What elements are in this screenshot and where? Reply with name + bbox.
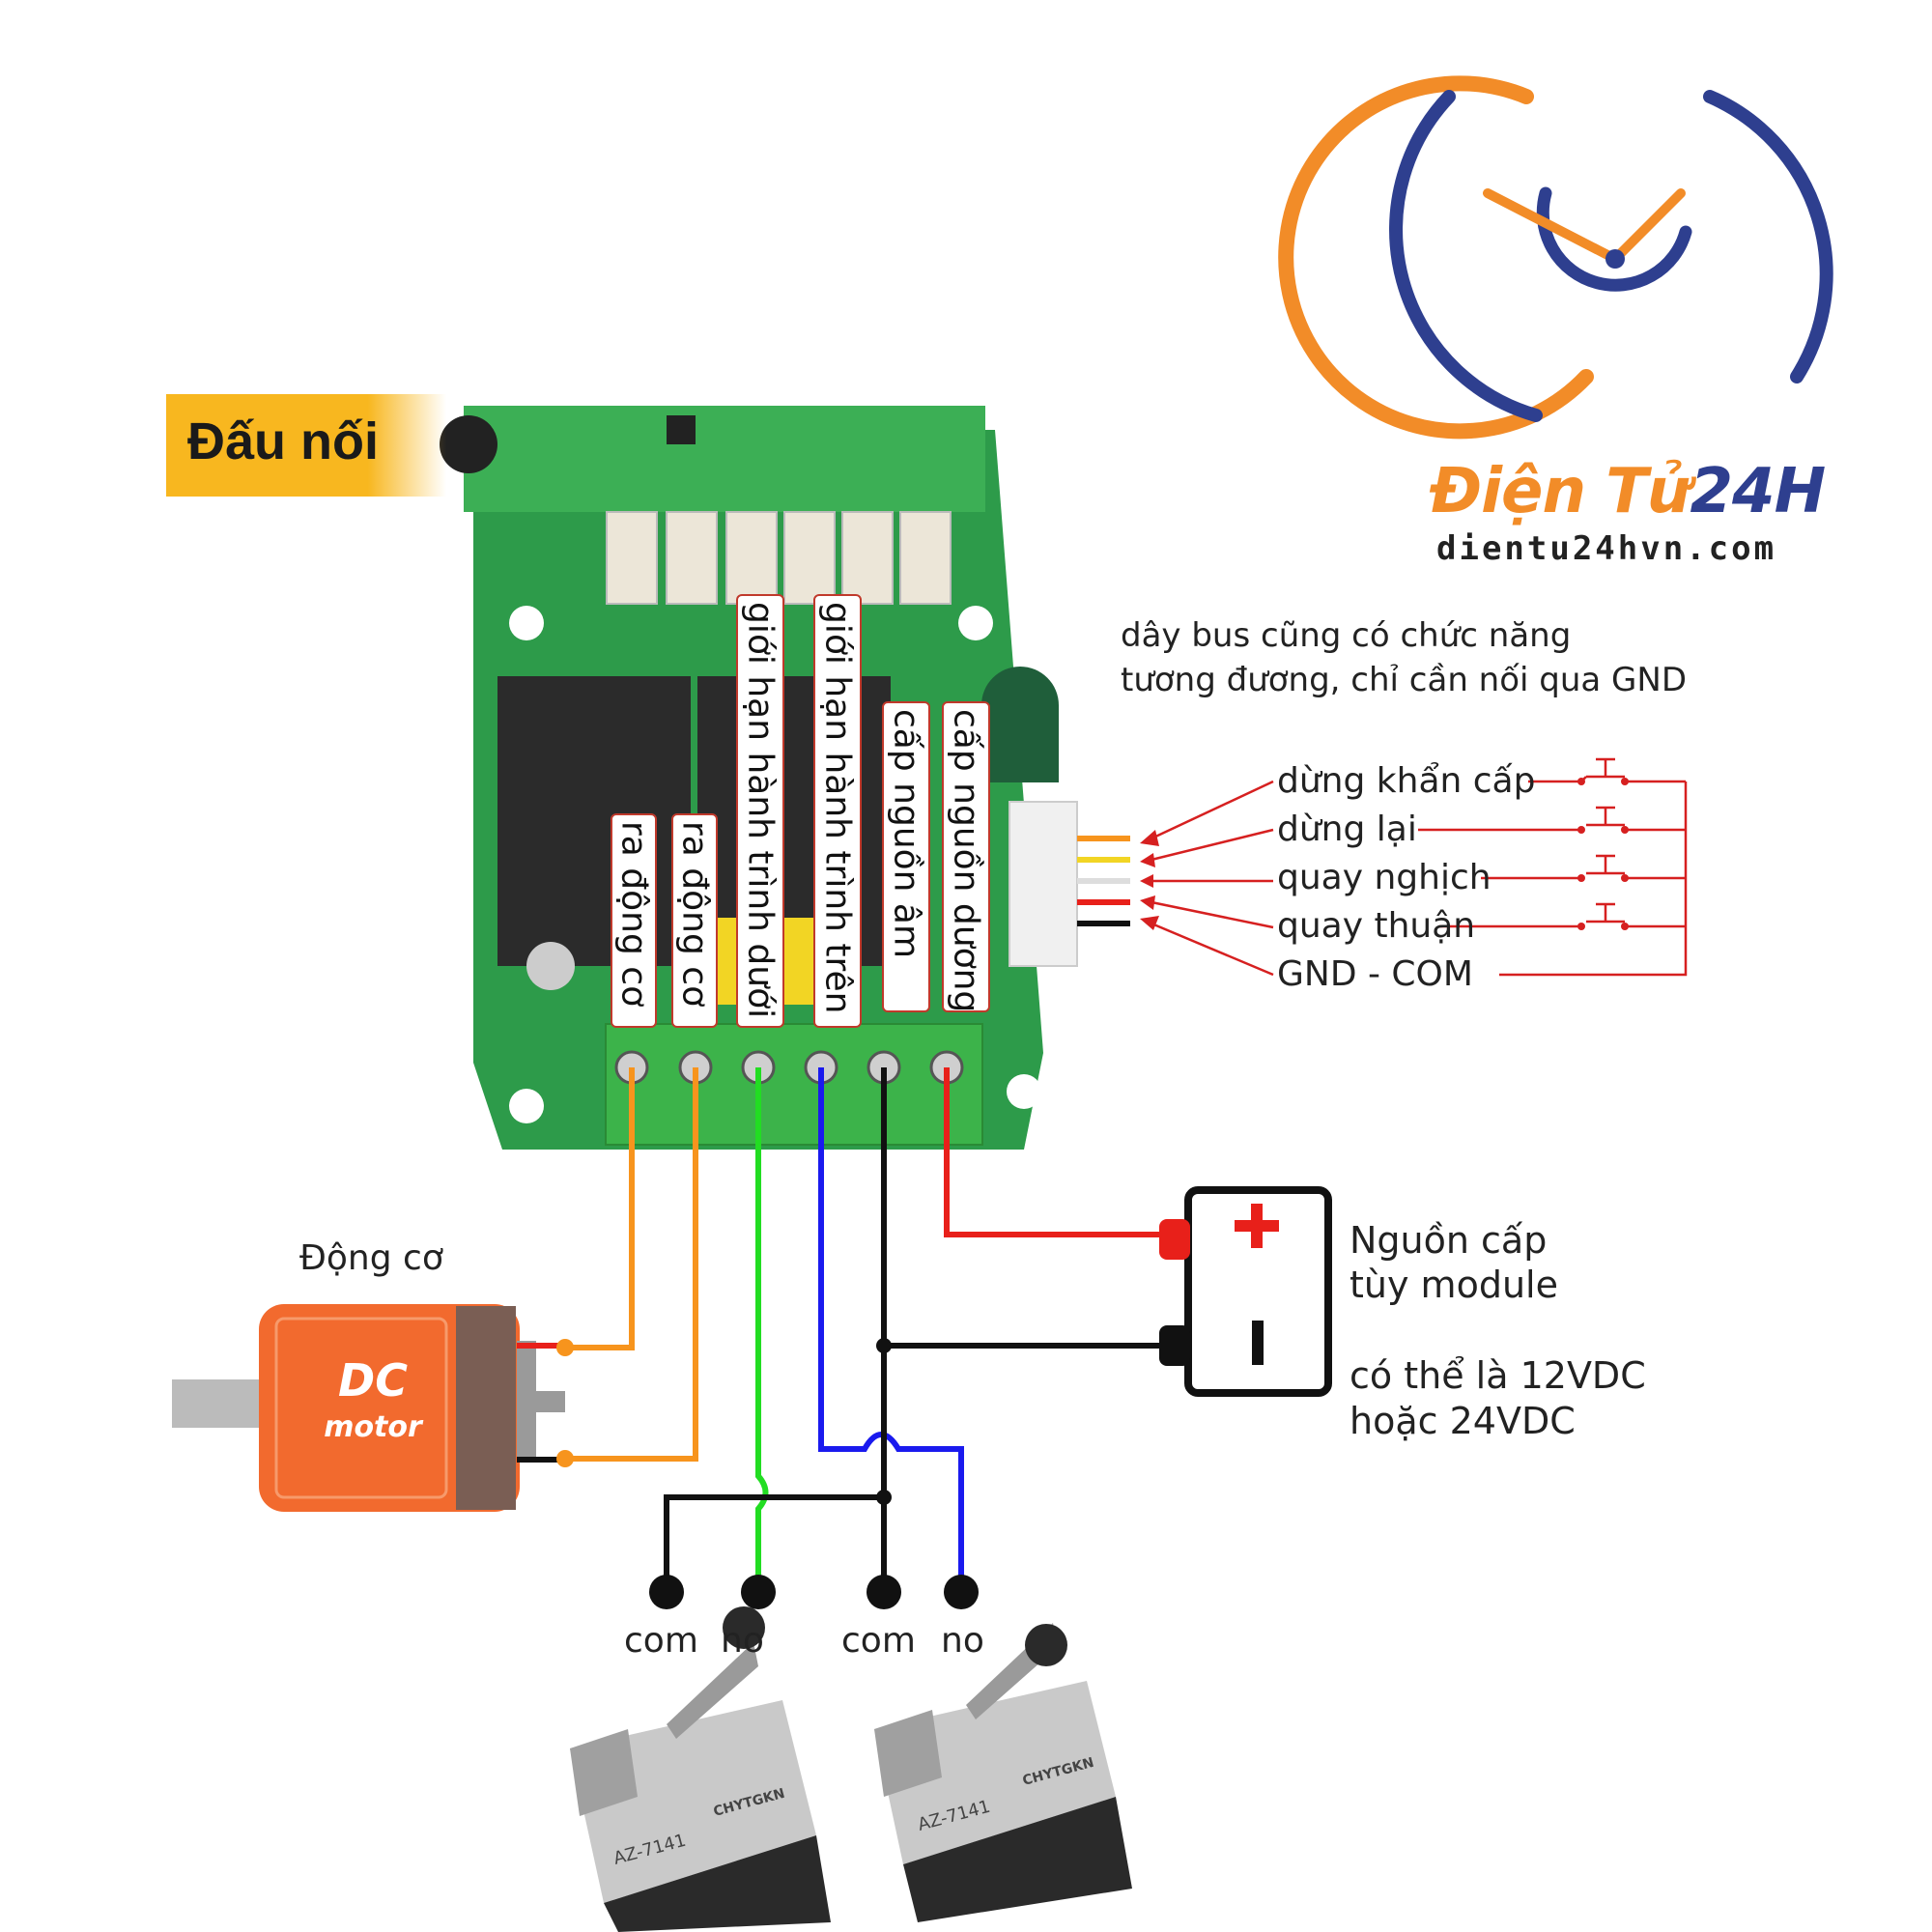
bus-signal-emergency-stop: dừng khẩn cấp bbox=[1277, 761, 1536, 801]
switch-pins bbox=[649, 1575, 979, 1609]
wire-lower-limit bbox=[755, 1067, 769, 1589]
limit-switch-2: AZ-7141 CHYTGKN bbox=[874, 1623, 1132, 1922]
wire-ground-switch bbox=[664, 1494, 884, 1589]
terminal-label-lower-limit: giới hạn hành trình dưới bbox=[736, 594, 784, 1028]
brand-name-part1: Điện Tử bbox=[1430, 456, 1690, 527]
bus-signal-stop: dừng lại bbox=[1277, 810, 1417, 849]
page-title: Đấu nối bbox=[187, 412, 379, 470]
terminal-label-motor-1: ra động cơ bbox=[611, 813, 657, 1028]
wire-motor-2 bbox=[565, 1067, 698, 1462]
bus-buttons bbox=[1418, 757, 1688, 977]
motor-text-motor: motor bbox=[324, 1410, 424, 1444]
terminal-label-power-negative: cấp nguồn âm bbox=[882, 701, 930, 1012]
power-caption-1: Nguồn cấp bbox=[1350, 1219, 1548, 1262]
brand-name-part2: 24H bbox=[1690, 456, 1827, 527]
motor-caption: Động cơ bbox=[299, 1238, 443, 1278]
wire-positive bbox=[944, 1067, 1159, 1237]
motor-text-dc: DC bbox=[338, 1354, 408, 1406]
bus-signal-gnd-com: GND - COM bbox=[1277, 954, 1473, 994]
dc-motor bbox=[172, 1304, 574, 1512]
wire-motor-1 bbox=[565, 1067, 635, 1350]
switch-pin-label-com-2: com bbox=[841, 1621, 916, 1661]
switch-pin-label-no-2: no bbox=[941, 1621, 984, 1661]
title-banner: Đấu nối bbox=[166, 394, 446, 497]
switch-pin-label-no-1: no bbox=[721, 1621, 764, 1661]
bus-note-line1: dây bus cũng có chức năng bbox=[1121, 616, 1572, 655]
power-note-1: có thể là 12VDC bbox=[1350, 1354, 1646, 1397]
power-note-2: hoặc 24VDC bbox=[1350, 1400, 1576, 1442]
brand-name: Điện Tử24H bbox=[1430, 456, 1827, 527]
bus-arrows bbox=[1151, 780, 1274, 977]
switch-pin-label-com-1: com bbox=[624, 1621, 698, 1661]
brand-url: dientu24hvn.com bbox=[1436, 529, 1777, 568]
brand-logo-icon bbox=[1278, 75, 1833, 440]
bus-signal-forward: quay thuận bbox=[1277, 906, 1476, 946]
terminal-label-power-positive: cấp nguồn dương bbox=[942, 701, 990, 1012]
terminal-label-motor-2: ra động cơ bbox=[671, 813, 718, 1028]
limit-switch-1: AZ-7141 CHYTGKN bbox=[570, 1606, 831, 1932]
controller-board bbox=[440, 406, 1130, 1150]
switch-pin-dot bbox=[867, 1575, 901, 1609]
power-caption-2: tùy module bbox=[1350, 1264, 1558, 1306]
switch-pin-dot bbox=[944, 1575, 979, 1609]
switch-pin-dot bbox=[741, 1575, 776, 1609]
wires bbox=[565, 1067, 1169, 1589]
terminal-label-upper-limit: giới hạn hành trình trên bbox=[813, 594, 862, 1028]
power-supply bbox=[1159, 1186, 1332, 1397]
switch-pin-dot bbox=[649, 1575, 684, 1609]
bus-note-line2: tương đương, chỉ cần nối qua GND bbox=[1121, 661, 1688, 699]
bus-signal-reverse: quay nghịch bbox=[1277, 858, 1492, 897]
